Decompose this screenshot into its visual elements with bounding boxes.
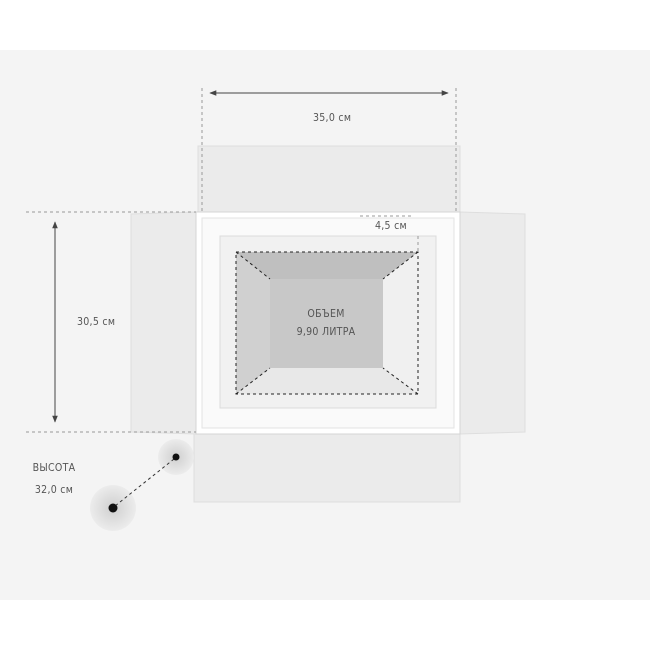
flap-bottom [193, 431, 461, 503]
volume-value: 9,90 ЛИТРА [296, 325, 356, 338]
volume-title: ОБЪЕМ [307, 307, 345, 320]
depth-dimension [26, 211, 196, 433]
inner-cavity [235, 251, 419, 395]
wall-thickness-label: 4,5 см [375, 219, 407, 232]
box-flaps [130, 145, 526, 503]
width-dimension [201, 88, 457, 212]
height-title: ВЫСОТА [32, 461, 76, 474]
flap-right [459, 211, 526, 435]
height-callout [90, 439, 194, 531]
height-value: 32,0 см [34, 483, 74, 496]
width-label: 35,0 см [313, 111, 352, 124]
wall-dimension [360, 215, 419, 252]
flap-left [130, 211, 197, 435]
depth-label: 30,5 см [77, 315, 116, 328]
flap-top [197, 145, 461, 215]
